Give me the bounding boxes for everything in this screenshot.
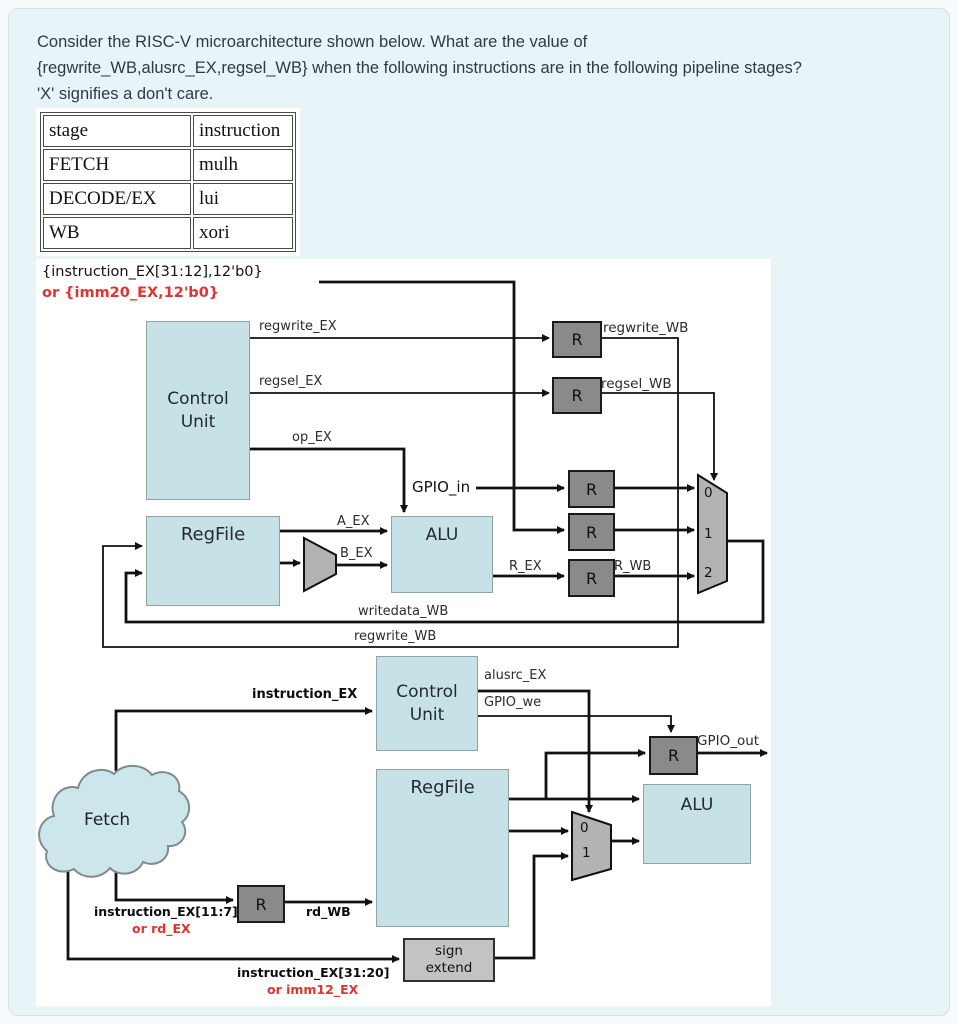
question-line-2: {regwrite_WB,alusrc_EX,regsel_WB} when t… [37, 59, 802, 77]
writeback-mux-shape [697, 473, 728, 595]
alusrc-mux-input-0: 0 [580, 820, 589, 836]
sign-extend-box: sign extend [403, 938, 495, 982]
alusrc-mux-input-1: 1 [582, 845, 591, 861]
header-stage: stage [43, 115, 191, 147]
question-text: Consider the RISC-V microarchitecture sh… [37, 29, 942, 107]
stage-instruction-table: stage instruction FETCH mulh DECODE/EX l… [40, 112, 296, 252]
question-card: Consider the RISC-V microarchitecture sh… [8, 8, 950, 1016]
imm12-alt-label: or imm12_EX [267, 982, 359, 997]
regwrite-ex-label: regwrite_EX [259, 319, 337, 334]
regwrite-pipeline-register: R [552, 321, 602, 358]
operand-mux-shape [303, 536, 337, 593]
writeback-mux-input-1: 1 [704, 526, 713, 542]
alusrc-mux-shape [571, 810, 612, 882]
regsel-ex-label: regsel_EX [259, 374, 323, 389]
regwrite-wb-feedback-label: regwrite_WB [354, 629, 437, 644]
cell-instruction: lui [193, 183, 293, 215]
instruction-31-20-label: instruction_EX[31:20] [237, 965, 390, 980]
alu-ex-box: ALU [391, 516, 493, 593]
question-line-1: Consider the RISC-V microarchitecture sh… [37, 33, 588, 51]
b-ex-label: B_EX [340, 546, 373, 561]
writedata-wb-label: writedata_WB [358, 604, 449, 619]
gpio-out-register: R [649, 736, 698, 775]
regwrite-wb-label: regwrite_WB [603, 320, 689, 336]
r-ex-label: R_EX [509, 559, 542, 574]
cell-instruction: xori [193, 217, 293, 249]
table-row: WB xori [43, 217, 293, 249]
op-ex-label: op_EX [292, 430, 332, 445]
r-wb-label: R_WB [614, 559, 652, 574]
cell-stage: FETCH [43, 149, 191, 181]
a-ex-label: A_EX [337, 514, 370, 529]
control-unit-lower-box: Control Unit [376, 656, 478, 751]
gpio-out-label: GPIO_out [697, 733, 760, 749]
control-unit-ex-box: Control Unit [146, 321, 250, 500]
gpio-in-label: GPIO_in [412, 478, 471, 496]
question-line-3: 'X' signifies a don't care. [37, 85, 214, 103]
wires-thick [66, 280, 768, 963]
cell-stage: WB [43, 217, 191, 249]
gpio-we-label: GPIO_we [484, 695, 542, 710]
regsel-wb-label: regsel_WB [601, 376, 672, 392]
header-instruction: instruction [193, 115, 293, 147]
table-row: FETCH mulh [43, 149, 293, 181]
result-pipeline-register: R [568, 559, 615, 597]
regfile-lower-box: RegFile [376, 769, 509, 927]
imm20-concat-label: {instruction_EX[31:12],12'b0} [42, 264, 263, 280]
writeback-mux-input-2: 2 [704, 565, 713, 581]
cell-stage: DECODE/EX [43, 183, 191, 215]
fetch-cloud-label: Fetch [84, 810, 131, 830]
instruction-ex-label: instruction_EX [252, 687, 358, 702]
rd-pipeline-register: R [237, 885, 285, 923]
writeback-mux-input-0: 0 [704, 485, 713, 501]
cell-instruction: mulh [193, 149, 293, 181]
table-header-row: stage instruction [43, 115, 293, 147]
rd-wb-label: rd_WB [306, 904, 351, 919]
regfile-wb-box: RegFile [146, 516, 280, 606]
regsel-pipeline-register: R [552, 377, 602, 414]
gpio-in-pipeline-register: R [568, 470, 615, 508]
microarchitecture-diagram: Control Unit RegFile ALU Control Unit Re… [36, 259, 771, 1006]
circuit-svg [38, 280, 768, 963]
instruction-11-7-label: instruction_EX[11:7] [94, 904, 238, 919]
imm20-alt-label: or {imm20_EX,12'b0} [42, 285, 220, 301]
alu-lower-box: ALU [643, 784, 751, 864]
alusrc-ex-label: alusrc_EX [484, 668, 547, 683]
table-row: DECODE/EX lui [43, 183, 293, 215]
wires-thin [102, 334, 718, 733]
fetch-cloud [38, 764, 191, 878]
rd-ex-alt-label: or rd_EX [132, 921, 191, 936]
stage-instruction-table-wrap: stage instruction FETCH mulh DECODE/EX l… [36, 108, 300, 256]
imm20-pipeline-register: R [568, 513, 615, 551]
